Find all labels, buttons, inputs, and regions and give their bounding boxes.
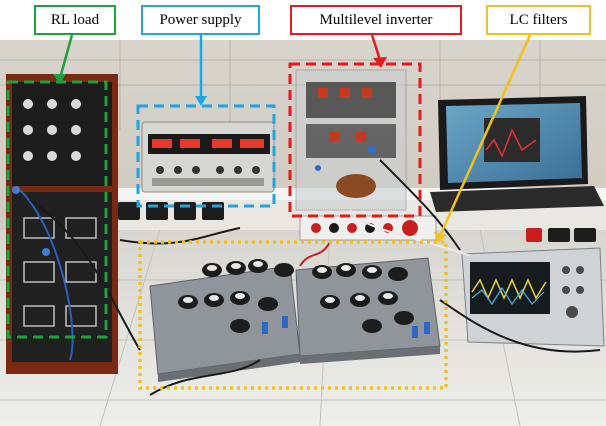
label-arrows [53, 34, 532, 243]
power-supply-highlight-box [136, 104, 276, 208]
lc-filters-highlight-box [138, 240, 448, 390]
rl-load-highlight-box [6, 80, 108, 339]
multilevel-inverter-label: Multilevel inverter [290, 5, 462, 35]
power-supply-label: Power supply [141, 5, 260, 35]
laptop [430, 96, 604, 212]
lc-inductor-cores [178, 259, 430, 338]
rl-load-cabinet [6, 74, 118, 374]
multilevel-inverter-highlight-box [288, 62, 422, 218]
lc-filters-label: LC filters [486, 5, 591, 35]
power-supply-unit [141, 121, 275, 193]
cables [19, 159, 601, 396]
lc-filter-board-left [149, 265, 301, 382]
multilevel-inverter-unit [295, 69, 407, 211]
rl-load-label: RL load [34, 5, 116, 35]
oscilloscope [461, 247, 605, 347]
terminal-strip [299, 215, 437, 241]
wall-sockets [118, 202, 596, 242]
lc-filter-board-right [295, 257, 441, 364]
